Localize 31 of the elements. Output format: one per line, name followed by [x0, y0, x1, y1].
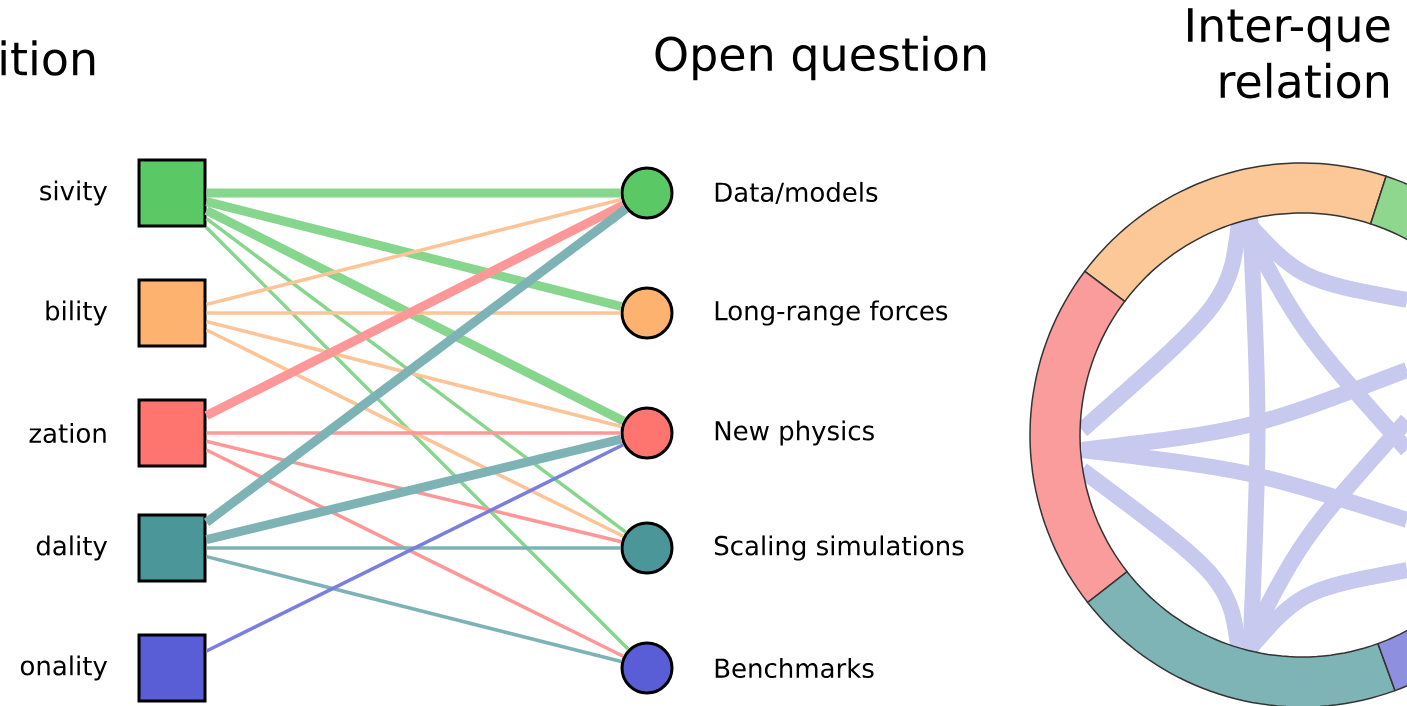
column-title: ition	[1, 40, 95, 76]
node-label: Data/models	[715, 181, 878, 205]
connector-line	[205, 328, 625, 538]
column-title: Inter-que relation	[1188, 8, 1390, 99]
node-label: sivity	[40, 180, 108, 206]
circle-marker	[620, 166, 674, 220]
node-label: onality	[20, 655, 108, 681]
connector-line	[206, 546, 621, 550]
connector-line	[206, 554, 622, 664]
node-label: Long-range forces	[715, 300, 948, 326]
square-marker	[137, 278, 207, 348]
square-marker	[137, 633, 207, 703]
circle-marker	[620, 406, 674, 460]
node-label: Scaling simulations	[714, 535, 964, 561]
connector-line	[206, 431, 621, 435]
square-marker	[137, 158, 207, 228]
connector-line	[206, 188, 621, 198]
circle-marker	[620, 286, 674, 340]
circle-marker	[620, 521, 674, 575]
circle-marker	[620, 641, 674, 695]
connector-line	[205, 226, 630, 651]
connector-line	[206, 319, 622, 429]
node-label: bility	[46, 300, 108, 326]
node-label: dality	[36, 535, 108, 561]
node-label: New physics	[715, 420, 874, 446]
connector-line	[206, 311, 621, 315]
square-marker	[137, 398, 207, 468]
square-marker	[137, 513, 207, 583]
node-label: zation	[29, 422, 106, 444]
column-title: Open question	[655, 35, 986, 81]
node-label: Benchmarks	[715, 657, 874, 679]
